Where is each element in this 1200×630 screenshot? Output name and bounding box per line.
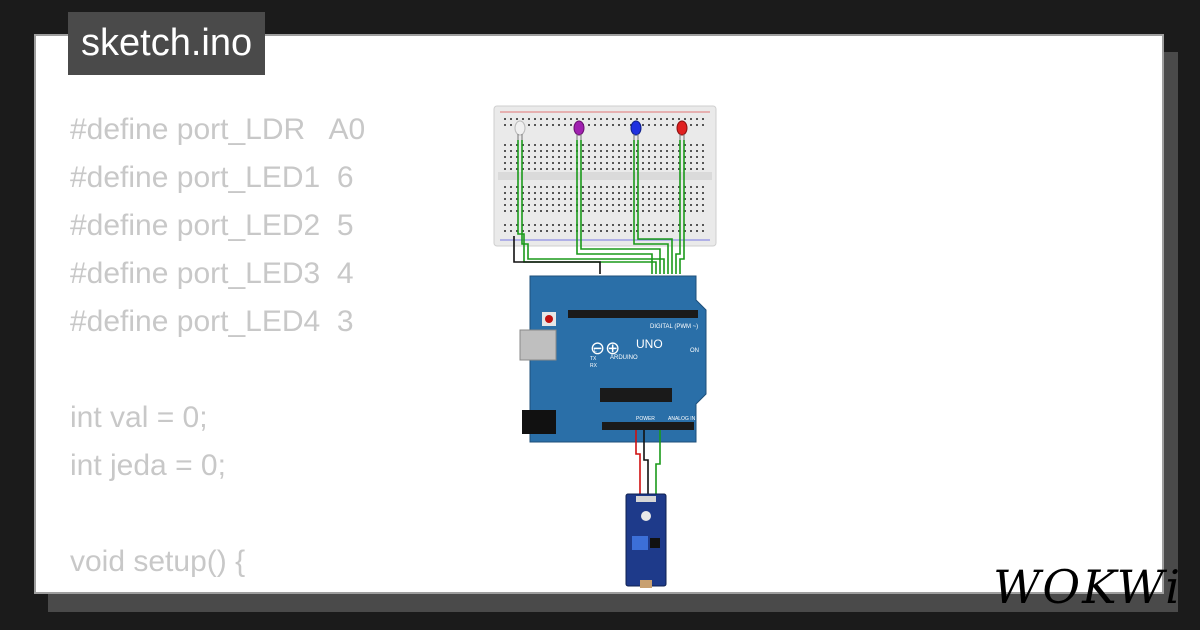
code-line-9 [70, 490, 365, 538]
chip [600, 388, 672, 402]
file-name-tab: sketch.ino [68, 12, 266, 75]
code-line-10: void setup() { [70, 545, 246, 578]
analog-label: ANALOG IN [668, 416, 696, 422]
led-red [676, 120, 688, 140]
power-jack [522, 410, 556, 434]
arduino-uno-board: DIGITAL (PWM ~) ⊖⊕ UNO ARDUINO ON L TX R… [519, 275, 707, 443]
led-wires [513, 140, 685, 274]
code-line-11: Serial.begin(9600); [70, 586, 365, 592]
l-label: L [594, 348, 597, 354]
preview-card: #define port_LDR A0 #define port_LED1 6 #d… [34, 34, 1164, 594]
on-label: ON [690, 348, 699, 354]
code-line-2: #define port_LED1 6 [70, 161, 354, 194]
arduino-logo-icon: ⊖⊕ [590, 338, 620, 358]
code-line-8: int jeda = 0; [70, 449, 226, 482]
board-brand: ARDUINO [610, 355, 638, 361]
wokwi-logo: WOKWi [993, 560, 1182, 614]
led-white [514, 120, 526, 140]
board-model: UNO [636, 337, 663, 351]
code-line-5: #define port_LED4 3 [70, 305, 354, 338]
code-line-1: #define port_LDR A0 [70, 113, 366, 146]
code-preview: #define port_LDR A0 #define port_LED1 6 #d… [70, 106, 366, 592]
code-line-7: int val = 0; [70, 401, 208, 434]
code-line-3: #define port_LED2 5 [70, 209, 354, 242]
reset-button [545, 315, 553, 323]
code-line-6 [70, 346, 365, 394]
led-blue [630, 120, 642, 140]
usb-port [519, 329, 557, 361]
sensor-wires [635, 430, 661, 496]
circuit-diagram: DIGITAL (PWM ~) ⊖⊕ UNO ARDUINO ON L TX R… [493, 105, 717, 588]
rx-label: RX [590, 363, 598, 369]
code-line-4: #define port_LED3 4 [70, 257, 354, 290]
power-label: POWER [636, 416, 655, 422]
led-purple [573, 120, 585, 140]
ldr-sensor-module [625, 493, 667, 588]
digital-label: DIGITAL (PWM ~) [650, 324, 698, 330]
tx-label: TX [590, 356, 597, 362]
